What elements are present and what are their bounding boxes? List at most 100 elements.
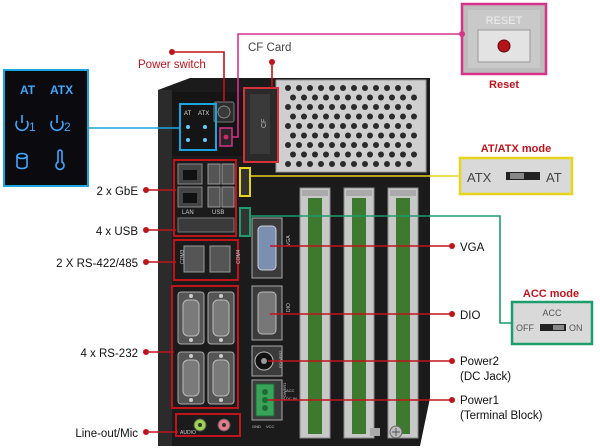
vga-port[interactable]: VGA [251,217,292,279]
cf-card-slot[interactable]: CF [243,87,279,163]
vent-hole [340,161,346,167]
vga-label: VGA [460,242,485,254]
vent-hole [400,132,406,139]
acc-switch[interactable] [239,207,251,237]
vent-hole [334,94,340,101]
vent-hole [290,132,296,139]
slot-cover [396,198,410,434]
chassis-pwr1-text: POWER1 [282,382,287,400]
vent-hole [290,113,296,120]
callout-lines [88,33,512,433]
com3-port[interactable] [183,245,205,273]
vent-hole [318,85,324,91]
led-indicator-panel: AT ATX 1 2 [3,69,89,187]
vent-hole [351,161,357,167]
led-at-label: AT [20,83,36,97]
rs232-port[interactable] [207,291,235,345]
usb-port-4[interactable] [221,186,235,208]
com4-port[interactable] [209,245,231,273]
dio-port[interactable]: DIO [251,285,292,341]
vent-hole [345,94,351,101]
acc-mode-title: ACC mode [523,288,579,300]
vent-hole [384,161,390,167]
vent-hole [345,113,351,120]
reset-hole[interactable] [223,134,229,140]
vent-hole [340,123,346,129]
vent-hole [351,104,357,110]
slot-cover [352,198,366,434]
chassis-dcin-text: DC IN [286,396,297,401]
usb-port-2[interactable] [221,163,235,185]
at-atx-left-label: ATX [467,170,492,185]
vent-hole [356,132,362,139]
vent-hole [384,104,390,110]
vent-hole [285,142,291,148]
chassis: AT ATX CF LAN USB [158,78,430,446]
vent-hole [373,161,379,167]
chassis-usb-text: USB [212,210,224,216]
chassis-lan-text: LAN [182,210,194,216]
vent-hole [378,151,384,158]
acc-top-label: ACC [542,308,562,318]
vent-hole [345,132,351,139]
power1-label-line2: (Terminal Block) [460,410,543,422]
rs422-block: COM3 COM4 [173,239,242,281]
acc-off-label: OFF [516,323,534,333]
vent-hole [312,132,318,139]
at-atx-mode-title: AT/ATX mode [481,143,551,155]
vent-hole [400,94,406,101]
vent-hole [373,123,379,129]
vent-hole [307,142,313,148]
expansion-slots [299,187,419,439]
top-vent-plate [275,79,427,173]
lineout-label: Line-out/Mic [75,428,138,440]
rs232-block [171,285,239,409]
chassis-acc-text: ACC [286,388,295,393]
power2-label-line2: (DC Jack) [460,371,511,383]
vent-hole [378,113,384,120]
vent-hole [356,94,362,101]
rs232-port[interactable] [177,351,205,405]
at-atx-switch[interactable] [239,167,251,197]
power1-label-line1: Power1 [460,395,499,407]
vent-hole [296,161,302,167]
vent-hole [312,94,318,101]
led-p2-label: 2 [64,120,71,134]
power2-label-line1: Power2 [460,356,499,368]
led-p1-label: 1 [29,120,36,134]
vent-hole [329,123,335,129]
callout-dots [143,31,465,435]
vent-hole [367,113,373,120]
reset-button[interactable] [497,39,511,53]
vent-hole [400,151,406,158]
usb-port-1[interactable] [207,163,221,185]
chassis-dio-text: DIO [286,303,292,312]
vent-hole [307,161,313,167]
vent-hole [378,132,384,139]
chassis-at-text: AT [184,111,192,117]
vent-hole [318,161,324,167]
vent-hole [362,104,368,110]
rs232-port[interactable] [207,351,235,405]
cf-card-label: CF Card [248,42,291,54]
vent-hole [340,104,346,110]
vent-hole [296,85,302,91]
rs232-port[interactable] [177,291,205,345]
vent-hole [329,161,335,167]
vent-hole [323,94,329,101]
vent-hole [296,142,302,148]
vent-hole [351,85,357,91]
vent-hole [351,123,357,129]
vent-hole [334,151,340,158]
vent-hole [285,85,291,91]
power-switch-label: Power switch [138,59,206,71]
vent-hole [290,94,296,101]
vent-hole [318,123,324,129]
vent-hole [395,104,401,110]
usb-port-3[interactable] [207,186,221,208]
vent-hole [395,85,401,91]
vent-hole [384,142,390,148]
lan-usb-block: LAN USB [173,159,237,237]
vent-hole [301,113,307,120]
vent-hole [301,94,307,101]
